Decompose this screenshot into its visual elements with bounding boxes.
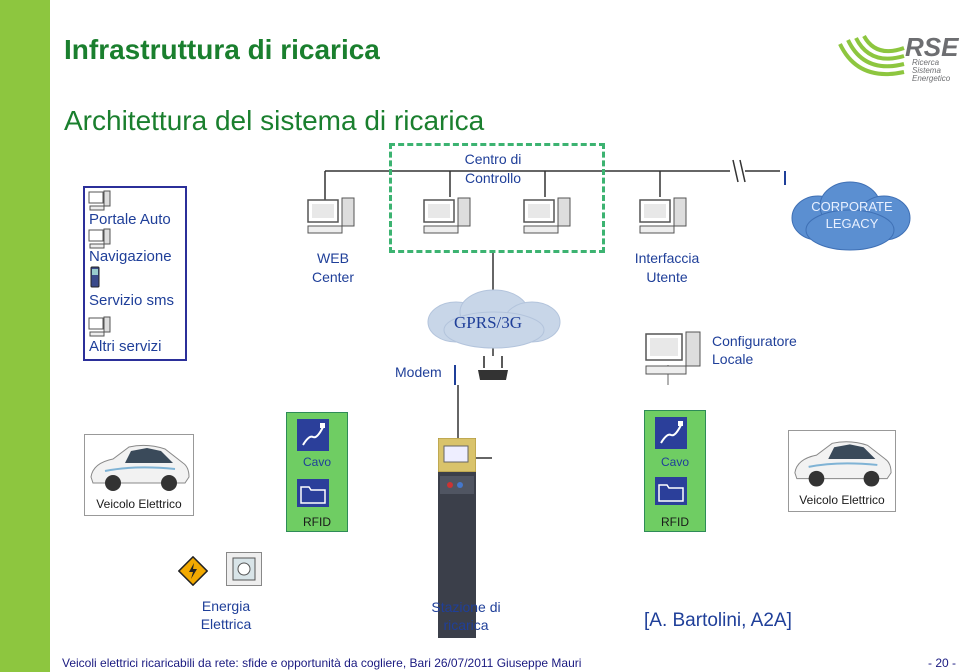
user-interface-computer-icon: [639, 197, 687, 234]
control-computer-icon: [523, 197, 571, 234]
gprs-label: GPRS/3G: [454, 313, 523, 332]
navigazione-label: Navigazione: [89, 248, 172, 265]
interfaccia-utente-label: Interfaccia Utente: [634, 250, 700, 285]
logo-text: RSE: [905, 32, 959, 62]
page-subtitle: Architettura del sistema di ricarica: [64, 105, 485, 136]
folder-icon: [655, 477, 687, 505]
configuratore-locale-label: Configuratore Locale: [712, 333, 797, 367]
stazione-ricarica-label: Stazione di ricarica: [431, 599, 501, 633]
gprs-cloud-icon: [427, 289, 561, 349]
left-vehicle-card: Veicolo Elettrico: [84, 434, 194, 516]
logo-swoosh-icon: [838, 34, 905, 77]
left-cable-label: Cavo: [302, 455, 331, 469]
right-vehicle-label: Veicolo Elettrico: [799, 493, 885, 507]
electric-car-icon: [794, 441, 892, 487]
web-center-label: WEB Center: [311, 250, 355, 285]
mobile-phone-icon: [90, 266, 100, 288]
cable-icon: [655, 417, 687, 449]
footer-text: Veicoli elettrici ricaricabili da rete: …: [62, 656, 582, 670]
right-rfid-label: RFID: [661, 515, 689, 529]
portale-auto-label: Portale Auto: [89, 211, 171, 228]
control-computer-icon: [423, 197, 471, 234]
charging-station-icon: [437, 437, 477, 638]
cable-icon: [297, 419, 329, 451]
left-vehicle-label: Veicolo Elettrico: [96, 497, 182, 511]
logo-subtext: Ricerca Sistema Energetico: [912, 58, 951, 83]
page-number: - 20 -: [928, 656, 957, 670]
modem-icon: [478, 356, 508, 380]
corporate-cloud-icon: [791, 181, 911, 251]
left-rfid-label: RFID: [303, 515, 331, 529]
page-title: Infrastruttura di ricarica: [64, 34, 380, 65]
web-center-computer-icon: [307, 197, 355, 234]
electric-car-icon: [90, 444, 190, 491]
socket-icon: [226, 552, 262, 586]
computer-icon: [88, 190, 111, 211]
right-cable-label: Cavo: [660, 455, 689, 469]
control-center-box: [389, 143, 605, 253]
right-vehicle-card: Veicolo Elettrico: [788, 430, 896, 512]
local-configurator-computer-icon: [645, 331, 701, 375]
computer-icon: [88, 228, 111, 249]
left-accent-bar: [0, 0, 50, 672]
corporate-legacy-label: CORPORATE LEGACY: [811, 199, 893, 231]
citation: [A. Bartolini, A2A]: [644, 610, 792, 631]
services-box: [83, 186, 187, 361]
control-center-label: Centro di Controllo: [464, 151, 522, 186]
altri-servizi-label: Altri servizi: [89, 338, 162, 355]
servizio-sms-label: Servizio sms: [89, 292, 175, 309]
energia-elettrica-label: Energia Elettrica: [200, 598, 252, 632]
energy-warning-icon: [178, 556, 208, 586]
folder-icon: [297, 479, 329, 507]
modem-label: Modem: [395, 364, 442, 380]
computer-icon: [88, 316, 111, 337]
left-charging-panel: Cavo RFID: [286, 412, 348, 532]
right-charging-panel: Cavo RFID: [644, 410, 706, 532]
